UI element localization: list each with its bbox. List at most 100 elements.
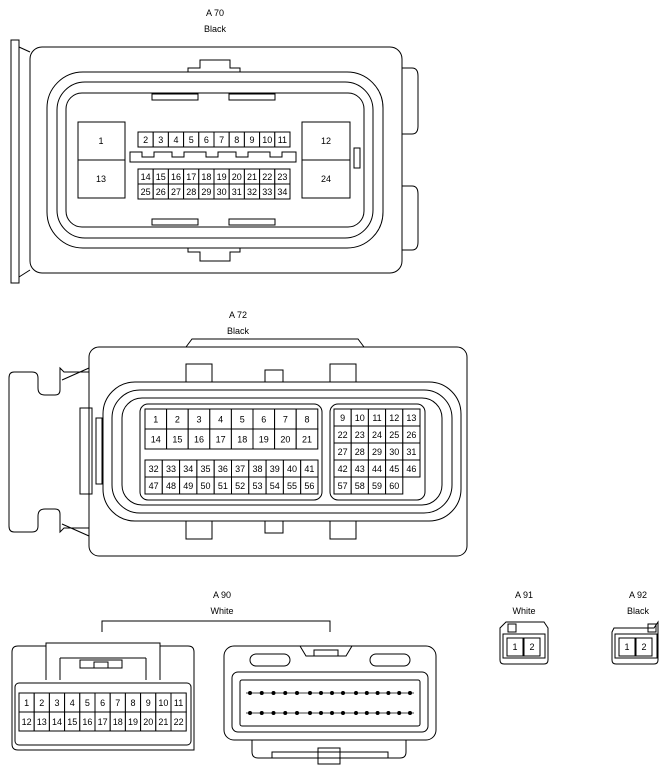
a72-pin-cell [385,476,404,495]
a72-pin: 52 [235,481,245,491]
a72-pin: 33 [166,464,176,474]
a72-pin: 13 [406,413,416,423]
a90-pin: 16 [82,717,92,727]
a70-pin: 26 [156,187,166,197]
terminal-dot [248,711,252,715]
a90-pin: 1 [24,698,29,708]
a72-pin: 11 [372,413,381,423]
a90-pin: 2 [39,698,44,708]
a72-pin: 21 [302,435,312,445]
a70-pin: 13 [96,174,106,184]
a72-pin: 6 [261,415,266,425]
a91-housing [499,621,549,665]
terminal-dot [341,711,345,715]
a72-pin: 51 [218,481,228,491]
a72-pin: 58 [355,481,365,491]
a72-pin: 9 [340,413,345,423]
a72-pin: 28 [355,447,365,457]
a72-pin: 44 [372,464,382,474]
terminal-dot [397,691,402,695]
a72-pin: 17 [216,435,226,445]
a90-pin: 18 [113,717,123,727]
a70-pin: 1 [98,136,103,146]
terminal-dot [364,711,369,715]
a72-pin: 1 [153,415,158,425]
a70-pin: 22 [262,172,272,182]
a91-pin: 1 [512,642,517,652]
a70-pin: 30 [217,187,227,197]
a72-pin: 45 [389,464,399,474]
a70-pin: 6 [204,135,209,145]
a72-pin: 50 [201,481,211,491]
terminal-dot [330,691,334,695]
connector-a92: A 92 Black 1 2 [611,590,659,665]
a72-pin: 35 [201,464,211,474]
a90-pin: 10 [158,698,168,708]
a90-pin: 6 [100,698,105,708]
a90-pin: 4 [70,698,75,708]
terminal-dot [386,691,391,695]
a90-housing-rear [223,645,437,741]
a72-pin: 12 [389,413,399,423]
a72-pin: 7 [283,415,288,425]
a72-housing [88,346,468,557]
a72-pin: 15 [172,435,182,445]
a70-pin: 5 [189,135,194,145]
terminal-dot [248,691,252,695]
a92-pin: 2 [641,642,646,652]
a72-pin: 40 [287,464,297,474]
a90-pin: 14 [52,717,62,727]
terminal-dot [319,691,323,695]
a70-pin: 31 [232,187,242,197]
a72-pin: 57 [338,481,348,491]
a70-pin: 21 [247,172,257,182]
a70-pin: 11 [278,135,287,145]
a72-pin: 39 [270,464,280,474]
a70-pin-cell [274,131,291,148]
a72-pin: 34 [183,464,193,474]
a72-pin: 55 [287,481,297,491]
a70-pin: 17 [186,172,196,182]
a70-pin: 20 [232,172,242,182]
a91-code: A 91 [515,590,533,600]
a70-pin-cell [274,183,291,200]
a72-pin: 18 [237,435,247,445]
a70-pin: 19 [217,172,227,182]
a72-pin: 36 [218,464,228,474]
a90-pin: 21 [158,717,168,727]
a70-pin: 25 [141,187,151,197]
a72-pin: 23 [355,430,365,440]
a72-pin: 5 [240,415,245,425]
a70-pin: 12 [321,136,331,146]
a72-pin: 59 [372,481,382,491]
a72-pin: 24 [372,430,382,440]
a90-pin: 8 [130,698,135,708]
a72-lever [8,366,89,534]
a90-pin: 15 [67,717,77,727]
a90-pin: 22 [174,717,184,727]
a90-pin: 5 [85,698,90,708]
a90-pin: 20 [143,717,153,727]
a70-pin: 10 [262,135,272,145]
a70-pin: 32 [247,187,257,197]
a91-pin: 2 [529,642,534,652]
a70-pin: 15 [156,172,166,182]
a72-pin: 41 [304,464,314,474]
a72-pin: 4 [218,415,223,425]
a72-pin: 54 [270,481,280,491]
connector-a91: A 91 White 1 2 [499,590,549,665]
terminal-dot [259,711,264,715]
a70-pin: 34 [277,187,287,197]
a70-pin: 27 [171,187,181,197]
a92-color: Black [627,606,650,616]
terminal-dot [295,711,299,715]
a72-code: A 72 [229,310,247,320]
a72-pin: 46 [406,464,416,474]
a90-pin-cell [170,711,187,732]
a72-pin: 48 [166,481,176,491]
terminal-dot [364,691,369,695]
